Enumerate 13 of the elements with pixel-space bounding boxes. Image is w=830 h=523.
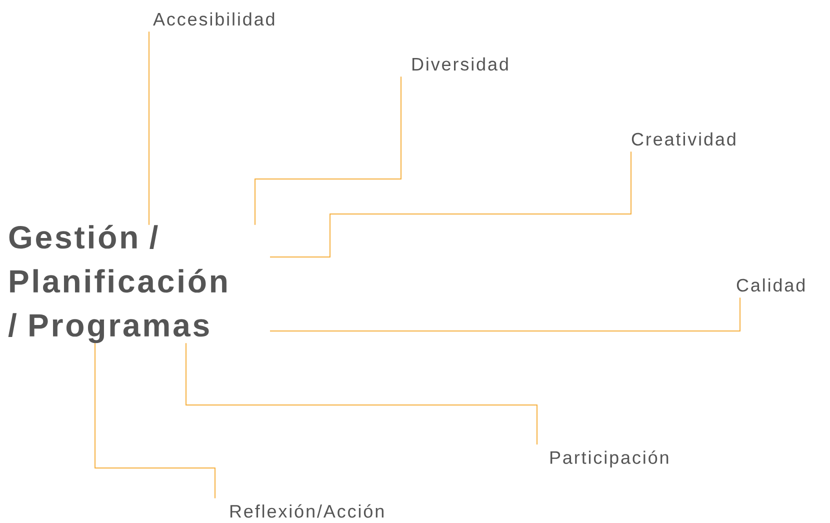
branch-label: Participación (550, 450, 668, 468)
connector-line (148, 31, 150, 226)
connector-line (270, 297, 740, 332)
connector-line (186, 342, 538, 446)
central-heading: Gestión / Planificación / Programas (8, 224, 226, 344)
connector-line (94, 342, 216, 499)
branch-label: Reflexión/Acción (230, 504, 384, 518)
branch-label: Diversidad (412, 57, 508, 71)
branch-label: Creatividad (632, 132, 736, 146)
branch-label: Accesibilidad (153, 12, 274, 26)
connector-line (270, 151, 632, 258)
connector-line (254, 76, 402, 226)
branch-label: Calidad (736, 278, 804, 292)
